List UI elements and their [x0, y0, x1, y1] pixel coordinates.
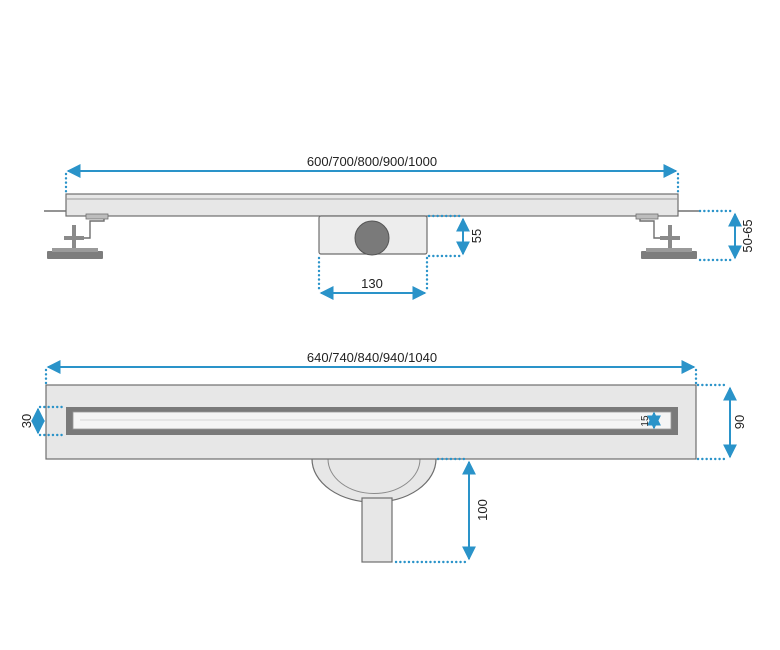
- outlet-box: [318, 215, 428, 256]
- left-leg: [47, 213, 109, 259]
- left-foot: [47, 251, 103, 259]
- channel-body: [65, 193, 679, 217]
- depth-label: 90: [732, 415, 747, 429]
- pipe-length-label: 100: [475, 499, 490, 521]
- side-length-label: 600/700/800/900/1000: [307, 154, 437, 169]
- side-view: 600/700/800/900/1000 55 130 50-65: [44, 154, 755, 300]
- outlet-width-label: 130: [361, 276, 383, 291]
- leg-height-label: 50-65: [740, 219, 755, 252]
- channel-width-label: 30: [19, 414, 34, 428]
- top-length-label: 640/740/840/940/1040: [307, 350, 437, 365]
- outlet-bowl: [311, 458, 437, 563]
- outlet-height-label: 55: [469, 229, 484, 243]
- outlet-pipe: [361, 497, 393, 563]
- slot-label: 15: [640, 415, 651, 427]
- right-leg: [635, 213, 697, 259]
- right-foot: [641, 251, 697, 259]
- top-view: 640/740/840/940/1040 30 15 90 100: [19, 350, 747, 564]
